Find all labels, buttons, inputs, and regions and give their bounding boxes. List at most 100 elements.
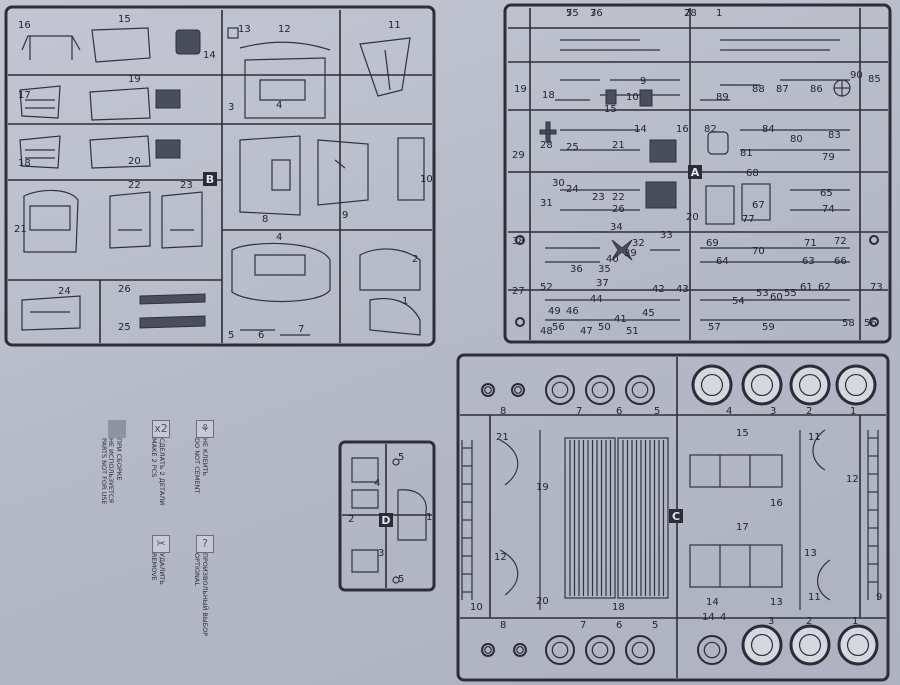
part-number-label: 60 <box>770 292 783 303</box>
part-number-label: 1 <box>852 616 858 627</box>
part-number-label: 84 <box>762 124 775 135</box>
part-number-label: 5 <box>652 620 658 631</box>
part-number-label: 4 <box>374 478 380 489</box>
part-number-label: 15 <box>604 104 617 115</box>
part-number-label: 18 <box>612 602 625 613</box>
part-number-label: 10 <box>626 92 639 103</box>
part-number-label: 10 <box>420 174 433 185</box>
part-number-label: 14 <box>203 50 216 61</box>
part-number-label: 5 <box>566 8 572 19</box>
part-number-label: 67 <box>752 200 765 211</box>
part-number-label: 54 <box>732 296 745 307</box>
optional-icon: ? <box>196 535 214 553</box>
part-number-label: 47 <box>580 326 593 337</box>
wheel-hub <box>516 646 524 654</box>
part-number-label: 14 <box>706 597 719 608</box>
part-number-label: 14 <box>634 124 647 135</box>
wheel-rim <box>625 635 655 665</box>
part-number-label: 32 <box>632 238 645 249</box>
part-number-label: 85 <box>868 74 881 85</box>
sprue-d-frame <box>338 440 436 592</box>
part-number-label: 5 <box>228 330 234 341</box>
part-number-label: 59 <box>762 322 775 333</box>
part-number-label: 53 <box>756 288 769 299</box>
part-number-label: 4 <box>276 232 282 243</box>
wheel-hub <box>700 373 724 397</box>
part-number-label: 9 <box>640 76 646 87</box>
part-number-label: 38 <box>512 236 525 247</box>
part-number-label: 3 <box>770 406 776 417</box>
part-number-label: 20 <box>686 212 699 223</box>
part-number-label: 35 <box>598 264 611 275</box>
wheel-hub <box>484 386 492 394</box>
part-number-label: 28 <box>540 140 553 151</box>
part-number-label: 20 <box>128 156 141 167</box>
part-number-label: 6 <box>616 406 622 417</box>
remove-icon: ✂ <box>152 535 170 553</box>
part-number-label: 13 <box>770 597 783 608</box>
wheel-hub <box>750 633 774 657</box>
wheel-hub <box>514 386 522 394</box>
part-number-label: 1 <box>402 296 408 307</box>
part-number-label: 56 <box>552 322 565 333</box>
part-number-label: 27 <box>512 286 525 297</box>
part-number-label: 3 <box>228 102 234 113</box>
side-ladders <box>461 430 879 600</box>
part-number-label: 65 <box>820 188 833 199</box>
part-number-label: 16 <box>676 124 689 135</box>
wheel-hub <box>844 373 868 397</box>
part-number-label: 52 <box>540 282 553 293</box>
sprue-b-frame <box>4 5 436 347</box>
part-number-label: 5 <box>398 574 404 585</box>
part-number-label: 33 <box>660 230 673 241</box>
part-number-label: 12 <box>278 24 291 35</box>
part-number-label: 3 <box>590 8 596 19</box>
part-number-label: 4 <box>726 406 732 417</box>
part-number-label: 75 <box>566 8 579 19</box>
part-number-label: 29 <box>512 150 525 161</box>
part-number-label: 40 <box>606 254 619 265</box>
tire <box>741 624 783 666</box>
sprue-d-letter-tag: D <box>379 513 393 527</box>
part-number-label: 46 <box>566 306 579 317</box>
part-number-label: 63 <box>802 256 815 267</box>
part-number-label: 43 <box>676 284 689 295</box>
part-number-label: 6 <box>258 330 264 341</box>
grille-parts <box>564 437 669 599</box>
svg-text:D: D <box>381 514 390 527</box>
part-number-label: 83 <box>828 130 841 141</box>
part-number-label: 5 <box>654 406 660 417</box>
wheel-hub <box>750 373 774 397</box>
wheel-hub <box>631 381 649 399</box>
part-number-label: 20 <box>536 596 549 607</box>
part-number-label: 41 <box>614 314 627 325</box>
part-number-label: 17 <box>736 522 749 533</box>
part-number-label: 11 <box>388 20 401 31</box>
sprue-c-letter-tag: C <box>669 509 683 523</box>
wheels <box>481 364 879 666</box>
part-number-label: 22 <box>128 180 141 191</box>
part-number-label: 76 <box>590 8 603 19</box>
part-number-label: 2 <box>412 254 418 265</box>
part-number-label: 34 <box>610 222 623 233</box>
part-number-label: 16 <box>18 20 31 31</box>
part-number-label: 7 <box>580 620 586 631</box>
part-number-label: 3 <box>378 548 384 559</box>
wheel-hub <box>484 646 492 654</box>
part-number-label: 25 <box>566 142 579 153</box>
part-number-label: 2 <box>806 406 812 417</box>
part-number-label: 26 <box>118 284 131 295</box>
wheel-hub <box>846 633 870 657</box>
part-number-label: 72 <box>834 236 847 247</box>
wheel-rim <box>511 383 525 397</box>
part-number-label: 16 <box>770 498 783 509</box>
grille-bars <box>569 440 665 596</box>
svg-text:C: C <box>672 510 680 523</box>
part-number-label: 1 <box>426 512 432 523</box>
